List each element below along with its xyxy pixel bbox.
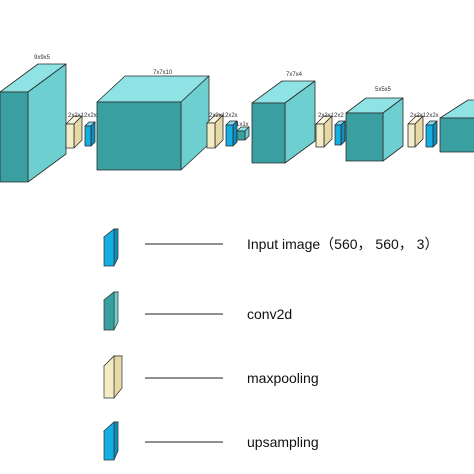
block-label-b3: 7x7x4 xyxy=(286,72,303,78)
maxpool-block-3 xyxy=(315,115,333,148)
network-blocks xyxy=(0,63,474,183)
upsample-block-1 xyxy=(84,121,96,147)
legend-item-upsampling: upsampling xyxy=(103,421,319,461)
conv-block-small xyxy=(236,126,250,141)
legend-item-input: Input image（560， 560， 3） xyxy=(103,228,438,267)
upsample-block-3 xyxy=(334,120,346,146)
teal-slab-icon xyxy=(103,291,119,331)
maxpool-block-4 xyxy=(407,115,424,148)
block-label-pool4: 2x2x12x2x xyxy=(410,113,439,119)
legend-item-conv2d: conv2d xyxy=(103,291,292,331)
legend: Input image（560， 560， 3） conv2d ma xyxy=(103,228,438,461)
cyan-slab-icon xyxy=(103,421,119,461)
maxpool-block-1 xyxy=(65,115,83,149)
legend-item-maxpooling: maxpooling xyxy=(103,355,319,399)
legend-label-upsampling: upsampling xyxy=(247,434,319,450)
legend-label-maxpooling: maxpooling xyxy=(247,370,319,386)
conv-block-3 xyxy=(251,80,316,164)
legend-label-conv2d: conv2d xyxy=(247,306,292,322)
conv-block-4 xyxy=(345,97,404,162)
blue-slab-icon xyxy=(103,228,119,267)
block-label-pool1: 2x2x12x2x xyxy=(68,113,97,119)
upsample-block-4 xyxy=(425,120,438,148)
conv-block-2 xyxy=(96,75,210,171)
conv-block-5 xyxy=(439,99,474,153)
block-label-b4: 5x5x5 xyxy=(375,87,392,93)
block-label-b1: 9x9x5 xyxy=(34,55,51,61)
upsample-block-2 xyxy=(225,120,238,147)
maxpool-block-2 xyxy=(206,114,224,149)
block-label-pool3: 2x2x12x2 xyxy=(318,113,344,119)
block-label-pool2: 2x2x12x2x xyxy=(209,113,238,119)
conv-block-1 xyxy=(0,63,67,183)
beige-slab-icon xyxy=(103,355,123,399)
block-label-b2: 7x7x10 xyxy=(153,70,173,76)
legend-label-input: Input image（560， 560， 3） xyxy=(247,236,438,252)
block-label-conv-small: 1x1x xyxy=(236,122,249,128)
